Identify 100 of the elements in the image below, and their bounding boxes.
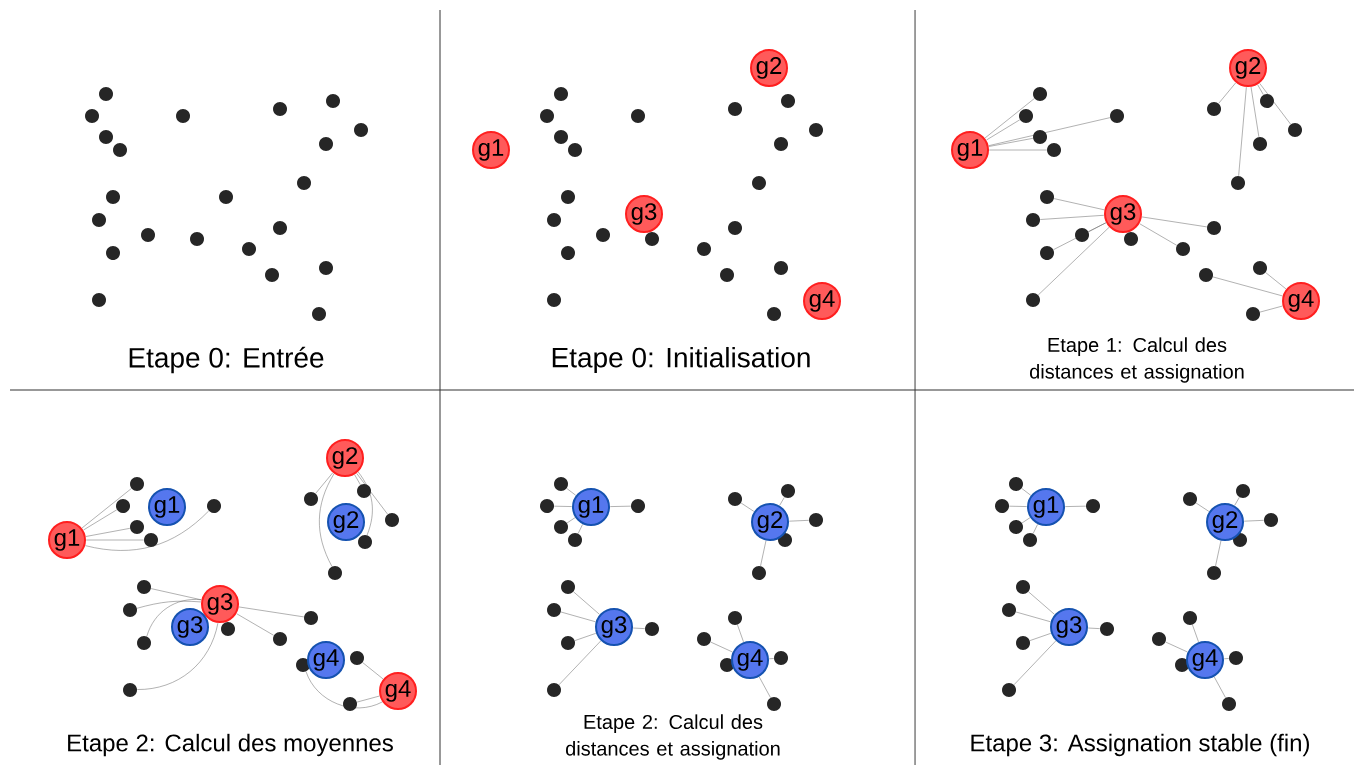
data-point <box>561 636 575 650</box>
connector-line <box>1021 488 1031 496</box>
data-point <box>99 87 113 101</box>
data-point <box>631 109 645 123</box>
data-point <box>1229 651 1243 665</box>
connector-line <box>560 611 596 623</box>
connector-line <box>1009 505 1027 507</box>
data-point <box>1176 242 1190 256</box>
data-point <box>561 580 575 594</box>
connector-line <box>760 540 767 567</box>
connector-line <box>573 591 600 615</box>
data-point <box>358 535 372 549</box>
connector-line <box>554 505 572 507</box>
connector-line <box>146 599 202 637</box>
data-point <box>1040 246 1054 260</box>
data-point <box>547 213 561 227</box>
data-point <box>720 268 734 282</box>
data-point <box>343 697 357 711</box>
data-point <box>1207 566 1221 580</box>
connector-line <box>305 671 383 709</box>
data-point <box>1236 484 1250 498</box>
data-point <box>809 513 823 527</box>
connector-line <box>1015 611 1051 623</box>
data-point <box>728 492 742 506</box>
data-point <box>1016 636 1030 650</box>
data-point <box>304 492 318 506</box>
data-point <box>130 520 144 534</box>
connector-line <box>1029 633 1052 641</box>
data-point <box>207 499 221 513</box>
data-point <box>113 143 127 157</box>
connector-line <box>1053 222 1107 250</box>
data-point <box>1199 268 1213 282</box>
data-point <box>645 232 659 246</box>
connector-line <box>1257 84 1264 95</box>
connector-line <box>1141 216 1208 228</box>
data-point <box>1264 513 1278 527</box>
data-point <box>752 176 766 190</box>
data-point <box>1002 683 1016 697</box>
connector-line <box>779 497 785 506</box>
data-point <box>1124 232 1138 246</box>
connector-line <box>610 505 631 507</box>
connector-line <box>1021 517 1031 524</box>
connector-line <box>1013 640 1056 685</box>
data-point <box>350 651 364 665</box>
data-point <box>1023 533 1037 547</box>
data-point <box>1040 190 1054 204</box>
data-point <box>781 94 795 108</box>
data-point <box>568 143 582 157</box>
data-point <box>1075 228 1089 242</box>
data-point <box>123 683 137 697</box>
data-point <box>141 228 155 242</box>
connector-line <box>81 488 132 529</box>
data-point <box>144 533 158 547</box>
connector-line <box>137 622 219 690</box>
data-point <box>1246 307 1260 321</box>
connector-line <box>1223 658 1230 660</box>
data-point <box>328 566 342 580</box>
connector-line <box>988 117 1111 146</box>
data-point <box>645 622 659 636</box>
step-caption: Etape 1: Calcul des distances et assignation <box>1030 337 1244 383</box>
data-point <box>1222 697 1236 711</box>
data-point <box>1002 603 1016 617</box>
connector-line <box>356 473 388 515</box>
data-point <box>540 499 554 513</box>
data-point <box>554 477 568 491</box>
connector-line <box>1192 624 1199 643</box>
connector-line <box>85 510 209 551</box>
data-point <box>92 213 106 227</box>
data-point <box>1009 477 1023 491</box>
data-point <box>1260 94 1274 108</box>
connector-line <box>1053 198 1105 211</box>
data-point <box>767 697 781 711</box>
data-point <box>1183 492 1197 506</box>
data-point <box>1207 221 1221 235</box>
data-point <box>1231 176 1245 190</box>
data-point <box>1183 611 1197 625</box>
connector-line <box>789 520 809 522</box>
connector-line <box>1040 215 1105 220</box>
data-point <box>554 130 568 144</box>
data-point <box>774 651 788 665</box>
data-point <box>273 221 287 235</box>
data-point <box>809 123 823 137</box>
step-caption: Etape 0: Entrée <box>129 346 324 374</box>
step-caption: Etape 3: Assignation stable (fin) <box>971 733 1309 757</box>
data-point <box>1253 137 1267 151</box>
connector-line <box>1234 497 1240 506</box>
data-point <box>221 622 235 636</box>
data-point <box>697 242 711 256</box>
data-point <box>385 513 399 527</box>
connector-line <box>83 509 118 531</box>
connector-line <box>319 473 335 567</box>
connector-line <box>1139 223 1177 246</box>
data-point <box>540 109 554 123</box>
data-point <box>319 137 333 151</box>
data-point <box>304 611 318 625</box>
data-point <box>697 632 711 646</box>
connector-line <box>236 613 274 636</box>
data-point <box>547 683 561 697</box>
data-point <box>265 268 279 282</box>
connector-line <box>362 662 384 680</box>
